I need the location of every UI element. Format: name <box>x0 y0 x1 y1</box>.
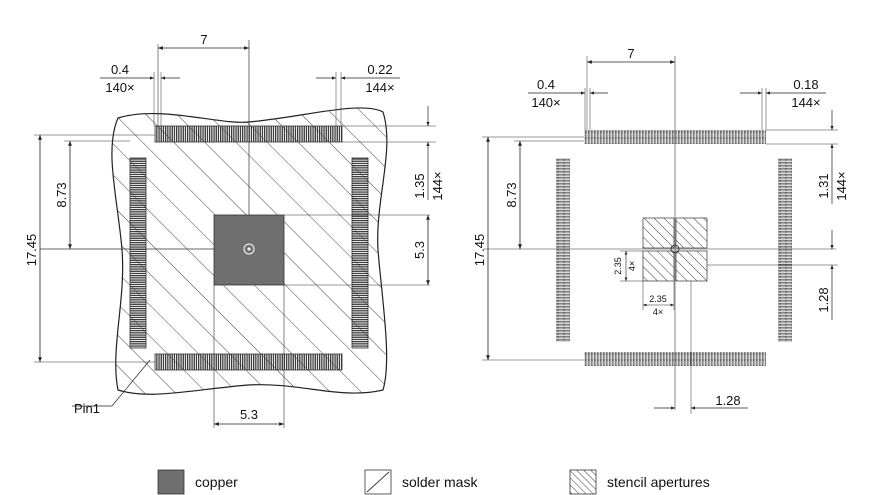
right-view: 7 0.4 140× 0.18 144× 17.45 8.73 1.31 144… <box>472 46 849 414</box>
right-dim-row-count: 144× <box>834 171 849 200</box>
stencil-row-right <box>778 158 792 342</box>
legend-copper-label: copper <box>195 474 238 490</box>
stencil-row-left <box>556 158 570 342</box>
left-dim-pitch-count: 144× <box>365 80 394 95</box>
pad-row-bottom <box>154 353 343 371</box>
right-dim-2-35-h-count: 4× <box>653 307 663 317</box>
left-dim-7: 7 <box>200 32 207 47</box>
right-dim-1-31: 1.31 <box>816 173 831 198</box>
pad-row-left <box>129 157 147 349</box>
right-dim-8-73: 8.73 <box>504 182 519 207</box>
legend: copper solder mask stencil apertures <box>157 469 710 495</box>
legend-stencil-swatch <box>569 469 597 495</box>
right-dim-pitch: 0.18 <box>793 77 818 92</box>
left-dim-1-35: 1.35 <box>412 173 427 198</box>
left-dim-5-3-h: 5.3 <box>240 407 258 422</box>
stencil-aperture-tl <box>642 217 675 249</box>
stencil-aperture-bl <box>642 250 675 282</box>
right-dim-2-35-h: 2.35 <box>649 294 667 304</box>
left-view: 7 0.4 140× 0.22 144× 17.45 8.73 1.35 144… <box>24 32 445 428</box>
left-dim-5-3-v: 5.3 <box>412 241 427 259</box>
right-dim-2-35-v: 2.35 <box>613 257 623 275</box>
right-dim-pin-width: 0.4 <box>537 77 555 92</box>
legend-solder-mask-label: solder mask <box>402 474 478 490</box>
stencil-aperture-tr <box>675 217 708 249</box>
right-dim-pin-count: 140× <box>531 95 560 110</box>
right-dim-7: 7 <box>627 46 634 61</box>
pad-row-top <box>154 125 343 143</box>
right-dim-17-45: 17.45 <box>472 234 487 267</box>
left-dim-pitch: 0.22 <box>367 62 392 77</box>
legend-stencil-label: stencil apertures <box>607 474 710 490</box>
center-mark <box>243 243 255 255</box>
stencil-aperture-br <box>675 250 708 282</box>
pad-row-right <box>351 157 369 349</box>
left-dim-17-45: 17.45 <box>24 234 39 267</box>
left-dim-pin-width: 0.4 <box>111 62 129 77</box>
legend-copper-swatch <box>157 469 185 495</box>
right-dim-1-28-h: 1.28 <box>715 393 740 408</box>
pin1-label: Pin1 <box>74 401 100 416</box>
left-dim-8-73: 8.73 <box>54 182 69 207</box>
right-dim-2-35-v-count: 4× <box>627 261 637 271</box>
right-dim-1-28-v: 1.28 <box>816 287 831 312</box>
left-dim-row-count: 144× <box>430 171 445 200</box>
left-dim-pin-count: 140× <box>105 80 134 95</box>
right-dim-pitch-count: 144× <box>791 95 820 110</box>
